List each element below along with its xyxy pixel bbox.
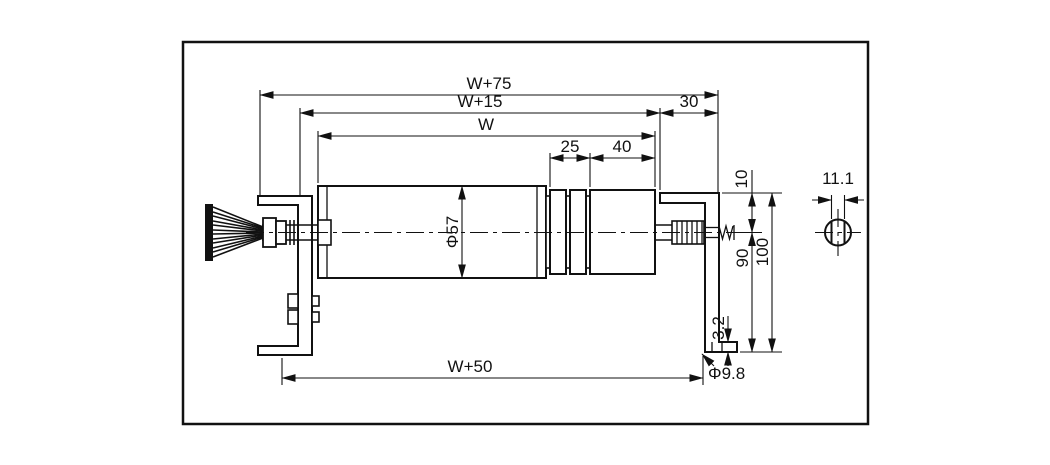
dimension-lines bbox=[259, 91, 864, 382]
dim-label-3-2: 3.2 bbox=[709, 316, 728, 340]
dim-label-10: 10 bbox=[732, 170, 751, 189]
dim-label-phi57: Φ57 bbox=[443, 216, 462, 248]
right-bracket bbox=[659, 192, 738, 353]
bracket-bolt bbox=[287, 309, 299, 325]
cable-end-cap bbox=[205, 204, 213, 261]
dim-label-w-plus-75: W+75 bbox=[467, 74, 512, 93]
dim-label-25: 25 bbox=[561, 137, 580, 156]
bracket-bolt-tip bbox=[311, 311, 320, 323]
bracket-bolt-tip bbox=[311, 295, 320, 307]
dim-d98-leader bbox=[701, 353, 715, 367]
dimension-labels: W+75 W+15 30 W 25 40 Φ57 10 90 100 3.2 Φ… bbox=[443, 74, 854, 383]
left-bracket bbox=[257, 195, 320, 356]
hex-shaft-detail bbox=[815, 209, 861, 256]
motor-cable bbox=[205, 204, 264, 261]
dim-label-w: W bbox=[478, 115, 494, 134]
dim-label-90: 90 bbox=[733, 249, 752, 268]
bracket-bolt bbox=[287, 293, 299, 309]
dim-label-30: 30 bbox=[680, 92, 699, 111]
dim-label-phi9-8: Φ9.8 bbox=[708, 364, 745, 383]
dim-label-40: 40 bbox=[613, 137, 632, 156]
spring-pin bbox=[718, 223, 734, 242]
dim-label-100: 100 bbox=[753, 238, 772, 266]
dim-label-11-1: 11.1 bbox=[822, 169, 854, 188]
dim-label-w-plus-50: W+50 bbox=[448, 357, 493, 376]
dim-label-w-plus-15: W+15 bbox=[458, 92, 503, 111]
